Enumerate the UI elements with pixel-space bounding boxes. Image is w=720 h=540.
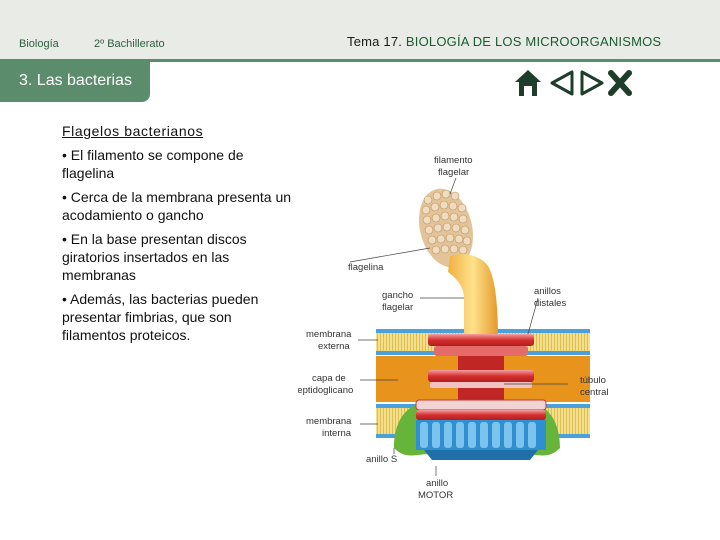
label-capa-de: capa de: [312, 373, 346, 384]
label-filamento: filamento: [434, 155, 473, 166]
label-membrana-externa-2: externa: [318, 341, 350, 352]
header-divider: [0, 59, 720, 62]
motor-ring: [416, 420, 546, 460]
topic-prefix: Tema 17.: [347, 34, 406, 49]
label-tubulo: túbulo: [580, 375, 606, 386]
label-flagelar-gancho: flagelar: [382, 302, 413, 313]
label-anillo-s: anillo S: [366, 454, 397, 465]
l-ring-lower: [434, 346, 528, 356]
label-peptidoglicano: peptidoglicano: [298, 385, 353, 396]
previous-arrow-icon: [550, 70, 574, 96]
section-title: 3. Las bacterias: [19, 72, 132, 89]
bullet-fimbrias: • Además, las bacterias pueden presentar…: [62, 291, 259, 343]
topic-title: Tema 17. BIOLOGÍA DE LOS MICROORGANISMOS: [347, 34, 661, 49]
content-heading: Flagelos bacterianos: [62, 123, 204, 139]
bullet-filamento: • El filamento se compone de flagelina: [62, 147, 244, 181]
next-button[interactable]: [578, 68, 606, 98]
ms-ring-lower: [416, 410, 546, 420]
home-button[interactable]: [514, 68, 542, 98]
label-membrana-interna-1: membrana: [306, 416, 352, 427]
label-gancho: gancho: [382, 290, 413, 301]
course-label: 2º Bachillerato: [94, 38, 165, 50]
close-button[interactable]: [606, 68, 634, 98]
label-anillos: anillos: [534, 286, 561, 297]
content-text: Flagelos bacterianos • El filamento se c…: [62, 122, 294, 350]
flagellar-hook: [448, 254, 498, 338]
previous-button[interactable]: [548, 68, 576, 98]
section-tab: [0, 62, 150, 102]
label-flagelina: flagelina: [348, 262, 384, 273]
leader-lines: [349, 177, 568, 476]
close-icon: [608, 70, 632, 96]
home-icon: [515, 70, 541, 96]
header-bar: [0, 0, 720, 60]
label-membrana-interna-2: interna: [322, 428, 352, 439]
label-anillo: anillo: [426, 478, 448, 489]
p-ring-lower: [430, 382, 532, 388]
subject-label: Biología: [19, 38, 59, 50]
l-ring: [428, 334, 534, 346]
flagellum-diagram: filamento flagelar flagelina gancho flag…: [298, 155, 609, 501]
label-flagelar-filamento: flagelar: [438, 167, 469, 178]
label-motor: MOTOR: [418, 490, 453, 501]
label-membrana-externa-1: membrana: [306, 329, 352, 340]
p-ring: [428, 370, 534, 382]
bullet-gancho: • Cerca de la membrana presenta un acoda…: [62, 189, 292, 223]
ms-ring: [415, 399, 547, 411]
bullet-discos: • En la base presentan discos giratorios…: [62, 231, 247, 283]
next-arrow-icon: [580, 70, 604, 96]
topic-highlight: BIOLOGÍA DE LOS MICROORGANISMOS: [405, 34, 662, 49]
label-central: central: [580, 387, 609, 398]
flagellar-filament: [418, 188, 474, 268]
label-distales: distales: [534, 298, 566, 309]
